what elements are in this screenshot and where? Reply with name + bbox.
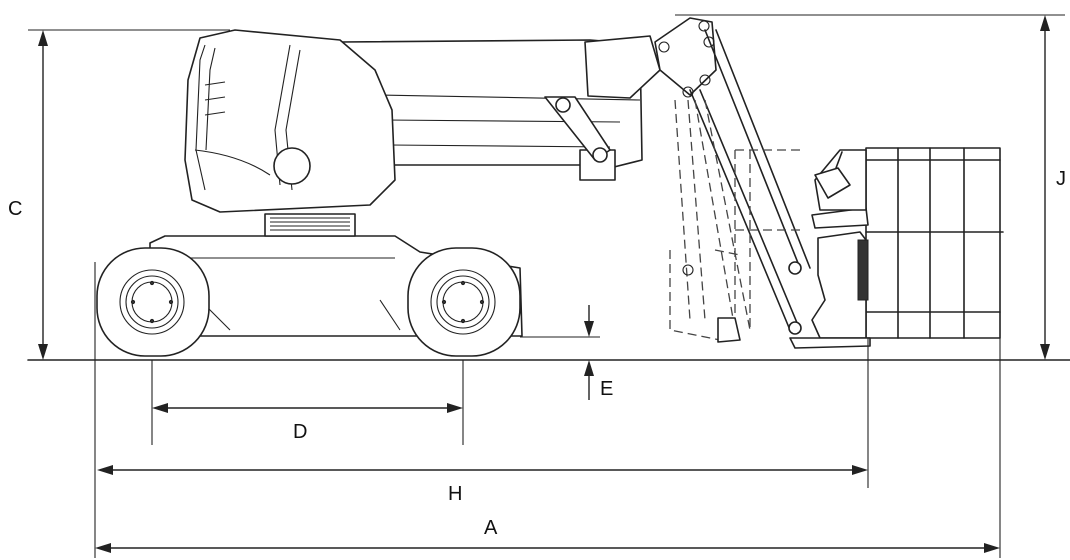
dimension-d <box>151 360 464 445</box>
dimension-h <box>97 338 869 488</box>
label-d: D <box>293 421 307 443</box>
dimension-a <box>94 262 1001 558</box>
jib-arm <box>654 17 811 335</box>
engine-cover <box>184 29 396 213</box>
dimension-e <box>520 305 600 400</box>
label-a: A <box>484 517 498 539</box>
dimension-c <box>28 29 230 360</box>
jib-alternate-position <box>669 99 800 341</box>
rear-wheel <box>96 247 210 357</box>
label-e: E <box>600 378 613 400</box>
platform-basket <box>717 147 1004 349</box>
upper-structure <box>184 29 661 213</box>
dimension-j <box>675 14 1065 360</box>
label-j: J <box>1056 168 1066 190</box>
turntable <box>264 213 356 237</box>
label-h: H <box>448 483 462 505</box>
front-wheel <box>407 247 521 357</box>
label-c: C <box>8 198 22 220</box>
control-box <box>814 167 851 199</box>
